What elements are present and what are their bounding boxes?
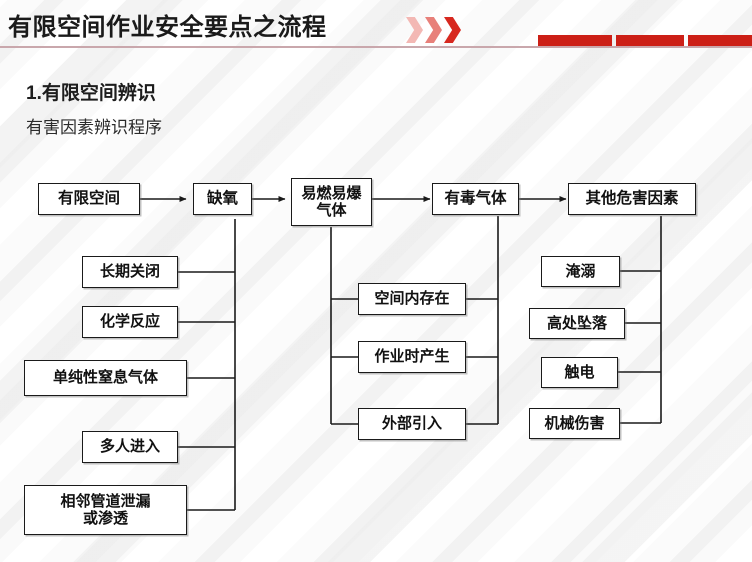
flow-node-simple-asphyxiant-gas[interactable]: 单纯性窒息气体 <box>24 360 187 396</box>
flow-node-generated-during-work[interactable]: 作业时产生 <box>358 341 466 373</box>
header-divider <box>0 46 752 48</box>
flow-node-label: 淹溺 <box>565 262 596 280</box>
flow-node-drowning[interactable]: 淹溺 <box>541 256 620 287</box>
flow-node-label: 触电 <box>564 363 595 381</box>
flow-node-label: 单纯性窒息气体 <box>52 369 158 387</box>
flow-node-label: 长期关闭 <box>99 263 160 281</box>
flow-node-fall-from-height[interactable]: 高处坠落 <box>529 308 625 339</box>
flow-node-other-hazard-factors[interactable]: 其他危害因素 <box>568 183 696 215</box>
flow-node-label: 机械伤害 <box>544 414 605 432</box>
flow-node-label: 有毒气体 <box>444 190 507 208</box>
flow-node-label: 作业时产生 <box>374 348 450 366</box>
page-title: 有限空间作业安全要点之流程 <box>8 14 327 41</box>
flow-node-label: 外部引入 <box>381 415 442 433</box>
flow-node-label: 其他危害因素 <box>585 190 679 208</box>
flow-node-label: 空间内存在 <box>374 290 450 308</box>
flow-node-existing-in-space[interactable]: 空间内存在 <box>358 283 466 315</box>
flow-node-oxygen-deficiency[interactable]: 缺氧 <box>193 183 252 215</box>
flow-node-confined-space[interactable]: 有限空间 <box>38 183 140 215</box>
flow-node-mechanical-injury[interactable]: 机械伤害 <box>529 408 620 439</box>
flow-node-adjacent-pipe-leakage[interactable]: 相邻管道泄漏 或渗透 <box>24 485 187 535</box>
flow-node-label: 相邻管道泄漏 或渗透 <box>60 492 151 527</box>
header-accent-bar-2 <box>616 35 684 47</box>
flow-node-introduced-externally[interactable]: 外部引入 <box>358 408 466 440</box>
flow-node-toxic-gas[interactable]: 有毒气体 <box>432 183 519 215</box>
flow-node-label: 有限空间 <box>57 190 120 208</box>
section-heading: 1.有限空间辨识 <box>26 83 156 104</box>
flow-node-label: 化学反应 <box>99 313 160 331</box>
flow-node-long-term-closure[interactable]: 长期关闭 <box>82 256 178 288</box>
flow-node-label: 高处坠落 <box>546 314 607 332</box>
section-subheading: 有害因素辨识程序 <box>26 118 162 137</box>
flow-node-label: 易燃易爆 气体 <box>301 184 362 219</box>
header-accent-bar-3 <box>688 35 752 47</box>
flow-node-label: 缺氧 <box>206 190 238 208</box>
flow-node-label: 多人进入 <box>99 438 160 456</box>
slide-header: 有限空间作业安全要点之流程 <box>0 0 752 50</box>
flow-node-chemical-reaction[interactable]: 化学反应 <box>82 306 178 338</box>
flow-node-flammable-explosive-gas[interactable]: 易燃易爆 气体 <box>291 178 372 226</box>
header-accent-bar-1 <box>538 35 612 47</box>
double-chevron-right-icon <box>406 17 478 43</box>
flow-node-multiple-people-entry[interactable]: 多人进入 <box>82 431 178 463</box>
flow-node-electric-shock[interactable]: 触电 <box>541 357 618 388</box>
